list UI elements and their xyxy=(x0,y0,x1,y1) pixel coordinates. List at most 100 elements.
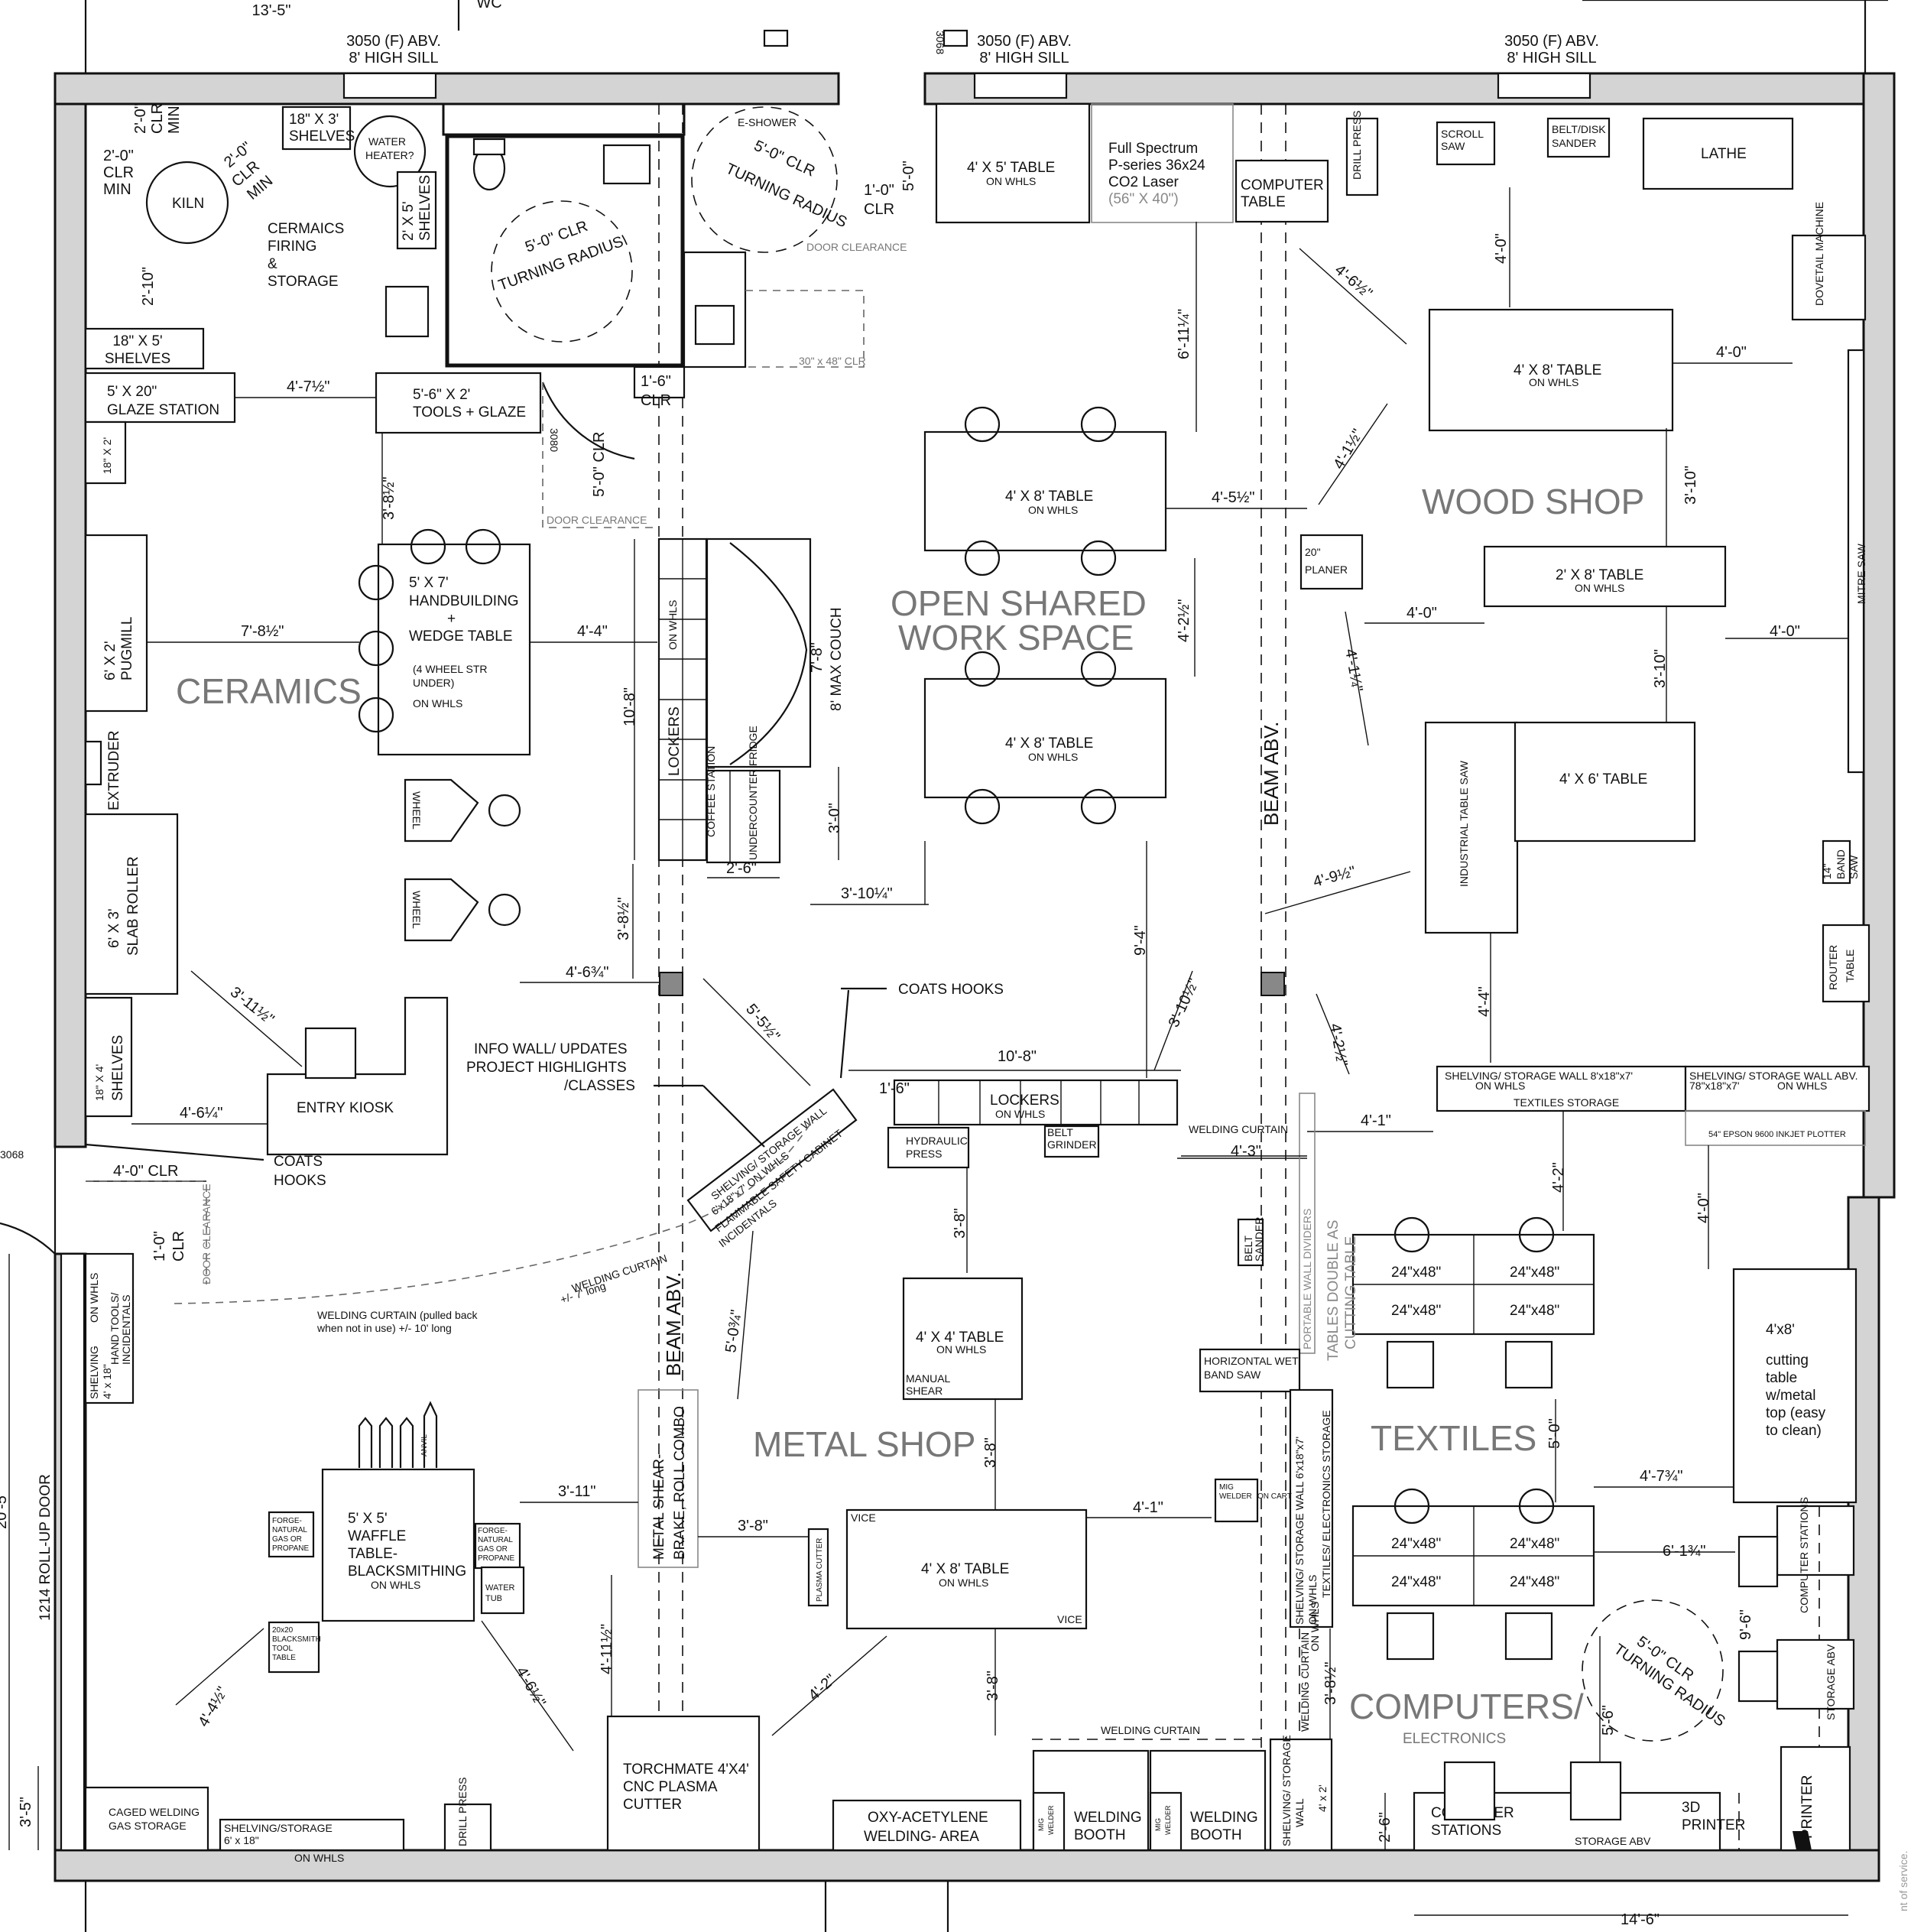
label-metal-vice1: VICE xyxy=(851,1512,876,1524)
label-computers-d56: 5'-6" xyxy=(1600,1705,1617,1736)
plan-shape xyxy=(771,1635,887,1736)
plan-shape xyxy=(1776,1638,1855,1710)
label-metal-mig2: WELDER xyxy=(1047,1805,1055,1835)
area-labels: CERAMICS OPEN SHARED WORK SPACE WOOD SHO… xyxy=(176,482,1644,1747)
label-metal-tool2: BLACKSMITH xyxy=(272,1635,321,1644)
label-metal-shelf3: ON WHLS xyxy=(294,1852,344,1864)
label-open-d310b: 3'-10½" xyxy=(1166,976,1203,1031)
label-metal-caged1: CAGED WELDING xyxy=(109,1806,200,1818)
plan-shape xyxy=(1080,406,1117,443)
plan-shape xyxy=(399,1417,414,1468)
label-textiles-shelf1b: ON WHLS xyxy=(1475,1080,1525,1092)
label-open-d310: 3'-10¼" xyxy=(841,885,893,902)
shelves-18x4 xyxy=(84,996,133,1118)
plan-shape xyxy=(1316,993,1350,1075)
metal-shop: HYDRAULIC PRESS BELT GRINDER 4'-3" 3'-8"… xyxy=(0,1123,1307,1864)
metal-table-4x4 xyxy=(902,1277,1024,1401)
label-open-coffee: COFFEE STATION xyxy=(705,746,717,837)
plan-shape xyxy=(1080,540,1117,576)
extruder xyxy=(84,740,102,786)
plan-shape xyxy=(1518,1216,1555,1253)
plan-shape xyxy=(1642,117,1794,190)
table-4x8-b xyxy=(923,677,1167,799)
label-textiles-cut3: table xyxy=(1766,1370,1797,1386)
plan-shape xyxy=(1032,1791,1066,1852)
label-open-t48c: 4' X 8' TABLE xyxy=(1005,735,1093,752)
plan-shape xyxy=(763,29,789,47)
label-ceramics-extruder: EXTRUDER xyxy=(106,730,122,810)
plan-shape xyxy=(973,72,1068,99)
label-metal-mig1: MIG xyxy=(1154,1818,1162,1831)
label-metal-curtain3b: when not in use) +/- 10' long xyxy=(316,1322,452,1334)
label-open-d45: 4'-5½" xyxy=(1212,489,1255,506)
label-bath-doorclr: DOOR CLEARANCE xyxy=(806,241,907,253)
plan-shape xyxy=(1569,1761,1622,1821)
plan-shape xyxy=(358,564,394,601)
plan-shape xyxy=(84,1252,135,1404)
window-mid-label: 3050 (F) ABV. xyxy=(977,33,1072,50)
label-metal-horiz1: HORIZONTAL WET xyxy=(1204,1355,1299,1367)
plan-shape xyxy=(410,528,446,565)
label-textiles-shelf1c: TEXTILES STORAGE xyxy=(1514,1096,1619,1109)
label-textiles-cut5: top (easy xyxy=(1766,1405,1826,1421)
label-ceramics-glaze1: 5' X 20" xyxy=(107,384,157,400)
label-metal-water1: WATER xyxy=(485,1583,515,1593)
label-computers-shelving3: 4' x 2' xyxy=(1316,1784,1329,1812)
open-shared-label: OPEN SHARED xyxy=(891,583,1147,623)
label-metal-torch3: CUTTER xyxy=(623,1797,682,1813)
label-bath-eshower: E-SHOWER xyxy=(738,116,797,128)
label-wood-mitre: MITRE SAW xyxy=(1855,543,1867,604)
electronics-label: ELECTRONICS xyxy=(1403,1731,1506,1747)
label-ceramics-d44: 4'-4" xyxy=(577,623,608,640)
computers-label: COMPUTERS/ xyxy=(1349,1687,1584,1726)
label-metal-tool1: 20x20 xyxy=(272,1626,294,1635)
label-wood-drill: DRILL PRESS xyxy=(1351,110,1363,180)
label-metal-oxy1: OXY-ACETYLENE xyxy=(868,1810,988,1826)
plan-shape xyxy=(445,134,685,368)
label-ceramics-sh18: 18" X 2' xyxy=(101,437,113,474)
label-wood-d41: 4'-1½" xyxy=(1330,427,1366,472)
plan-shape xyxy=(839,989,850,1079)
label-textiles-double1: TABLES DOUBLE AS xyxy=(1325,1220,1342,1361)
label-metal-shelving5: INCIDENTALS xyxy=(120,1294,132,1365)
label-metal-hydraulic2: PRESS xyxy=(906,1148,942,1160)
label-bath-d10b: CLR xyxy=(864,201,894,218)
table-4x8-a xyxy=(923,430,1167,552)
plan-shape xyxy=(943,29,968,47)
label-wood-router1: ROUTER xyxy=(1827,945,1839,990)
label-bath-doorclr2: DOOR CLEARANCE xyxy=(547,514,647,526)
label-wood-t28b: ON WHLS xyxy=(1575,582,1624,594)
label-bath-clr30x48: 30" x 48" CLR xyxy=(799,355,866,367)
plan-shape xyxy=(832,1799,1022,1852)
wood-shop: DRILL PRESS SCROLL SAW BELT/DISK SANDER … xyxy=(1264,110,1870,1063)
plan-shape xyxy=(1497,72,1591,99)
window-mid-sill: 8' HIGH SILL xyxy=(979,50,1069,67)
label-open-comp1: COMPUTER xyxy=(1241,177,1324,193)
label-textiles-portable: PORTABLE WALL DIVIDERS xyxy=(1301,1209,1313,1349)
plan-shape xyxy=(1793,1831,1812,1850)
label-textiles-plotter: 54" EPSON 9600 INKJET PLOTTER xyxy=(1708,1130,1846,1139)
plan-shape xyxy=(1299,1093,1316,1354)
label-ceramics-door3068: 3068 xyxy=(0,1148,24,1161)
label-ceramics-pug1: 6' X 2' xyxy=(102,641,118,680)
label-metal-belt2: GRINDER xyxy=(1047,1138,1097,1151)
plan-shape xyxy=(887,1126,970,1169)
plan-shape xyxy=(729,542,808,765)
label-open-t45b: ON WHLS xyxy=(986,175,1036,187)
label-metal-waffle4: BLACKSMITHING xyxy=(348,1563,466,1580)
label-ceramics-d10clr: 1'-0" xyxy=(151,1231,168,1261)
label-metal-forge2: NATURAL xyxy=(478,1536,513,1544)
industrial-table-saw xyxy=(1424,721,1519,934)
label-open-d16: 1'-6" xyxy=(879,1080,910,1097)
plan-shape xyxy=(1289,1388,1334,1628)
label-metal-forge3: GAS OR xyxy=(478,1545,508,1554)
label-open-t45a: 4' X 5' TABLE xyxy=(967,160,1055,176)
plan-shape xyxy=(1737,1650,1779,1703)
bath-shelves xyxy=(396,170,437,250)
label-bath-door3080: 3080 xyxy=(548,428,560,452)
bathroom: 5'-0" CLR TURNING RADIUS 2' X 5' SHELVES… xyxy=(384,102,917,528)
plan-shape xyxy=(488,794,521,827)
label-ceramics-clr3b: CLR xyxy=(149,103,166,134)
wood-table-4x8 xyxy=(1428,308,1674,432)
